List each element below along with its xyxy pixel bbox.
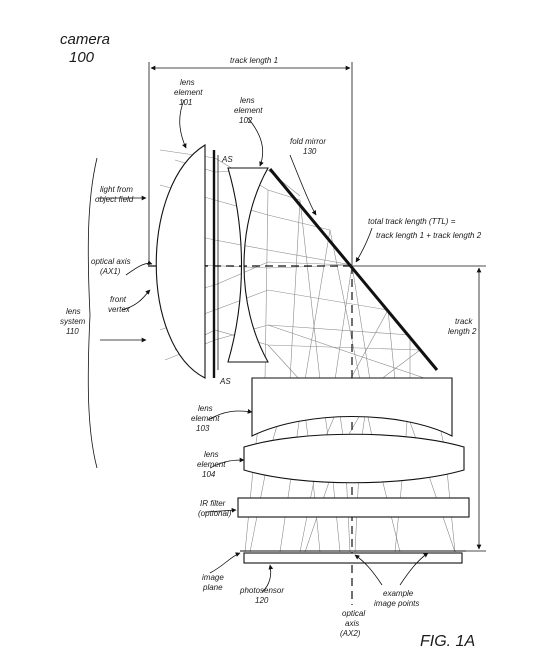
optical-axis-ax2-label-1: optical — [342, 609, 365, 618]
lens-104-label-1: lens — [204, 450, 219, 459]
aperture-stop-bottom-label: AS — [219, 377, 231, 386]
fold-mirror-label-2: 130 — [303, 147, 317, 156]
lens-101-label-3: 101 — [179, 98, 192, 107]
lens-103-label-1: lens — [198, 404, 213, 413]
lens-element-104 — [243, 433, 465, 484]
track-length-1-label: track length 1 — [230, 56, 278, 65]
example-image-points-label-1: example — [383, 589, 414, 598]
lens-103-label-2: element — [191, 414, 220, 423]
image-plane-label-1: image — [202, 573, 224, 582]
track-length-2-label-2: length 2 — [448, 327, 477, 336]
optical-axis-ax2-label-2: axis — [345, 619, 359, 628]
photosensor-label-1: photosensor — [239, 586, 284, 595]
example-image-points-label-2: image points — [374, 599, 419, 608]
front-vertex-label-1: front — [110, 295, 127, 304]
fold-mirror-label-1: fold mirror — [290, 137, 326, 146]
front-vertex-label-2: vertex — [108, 305, 131, 314]
title-camera: camera — [60, 31, 110, 48]
light-from-object-field-label-2: object field — [95, 195, 134, 204]
lens-element-103 — [251, 377, 453, 437]
lens-element-101 — [155, 144, 206, 379]
lens-102-label-3: 102 — [239, 116, 253, 125]
lens-104-label-2: element — [197, 460, 226, 469]
ir-filter-label-2: (optional) — [198, 509, 232, 518]
lens-element-102 — [227, 167, 269, 363]
optical-axis-ax2-label-3: (AX2) — [340, 629, 361, 638]
track-length-1-dimension — [148, 62, 353, 265]
lens-101-label-2: element — [174, 88, 203, 97]
lens-system-brace — [87, 157, 98, 469]
lens-system-label-3: 110 — [66, 327, 79, 336]
ir-filter-label-1: IR filter — [200, 499, 226, 508]
optical-axis-ax1-label-1: optical axis — [91, 257, 131, 266]
figure-label: FIG. 1A — [420, 633, 475, 650]
leader-lines — [98, 99, 429, 593]
aperture-stop — [212, 150, 219, 378]
light-from-object-field-label-1: light from — [100, 185, 133, 194]
ttl-label-1: total track length (TTL) = — [368, 217, 456, 226]
lens-101-label-1: lens — [180, 78, 195, 87]
lens-103-label-3: 103 — [196, 424, 210, 433]
lens-102-label-1: lens — [240, 96, 255, 105]
fold-mirror-130 — [268, 168, 439, 371]
lens-102-label-2: element — [234, 106, 263, 115]
lens-system-label-1: lens — [66, 307, 81, 316]
lens-104-label-3: 104 — [202, 470, 216, 479]
photosensor-label-2: 120 — [255, 596, 269, 605]
lens-system-label-2: system — [60, 317, 86, 326]
ttl-label-2: track length 1 + track length 2 — [376, 231, 482, 240]
ir-filter — [237, 497, 470, 518]
title-camera-number: 100 — [69, 49, 95, 66]
track-length-2-label-1: track — [455, 317, 473, 326]
optical-axis-ax1-label-2: (AX1) — [100, 267, 121, 276]
photosensor-120 — [243, 552, 463, 564]
aperture-stop-top-label: AS — [221, 155, 233, 164]
image-plane-label-2: plane — [202, 583, 223, 592]
